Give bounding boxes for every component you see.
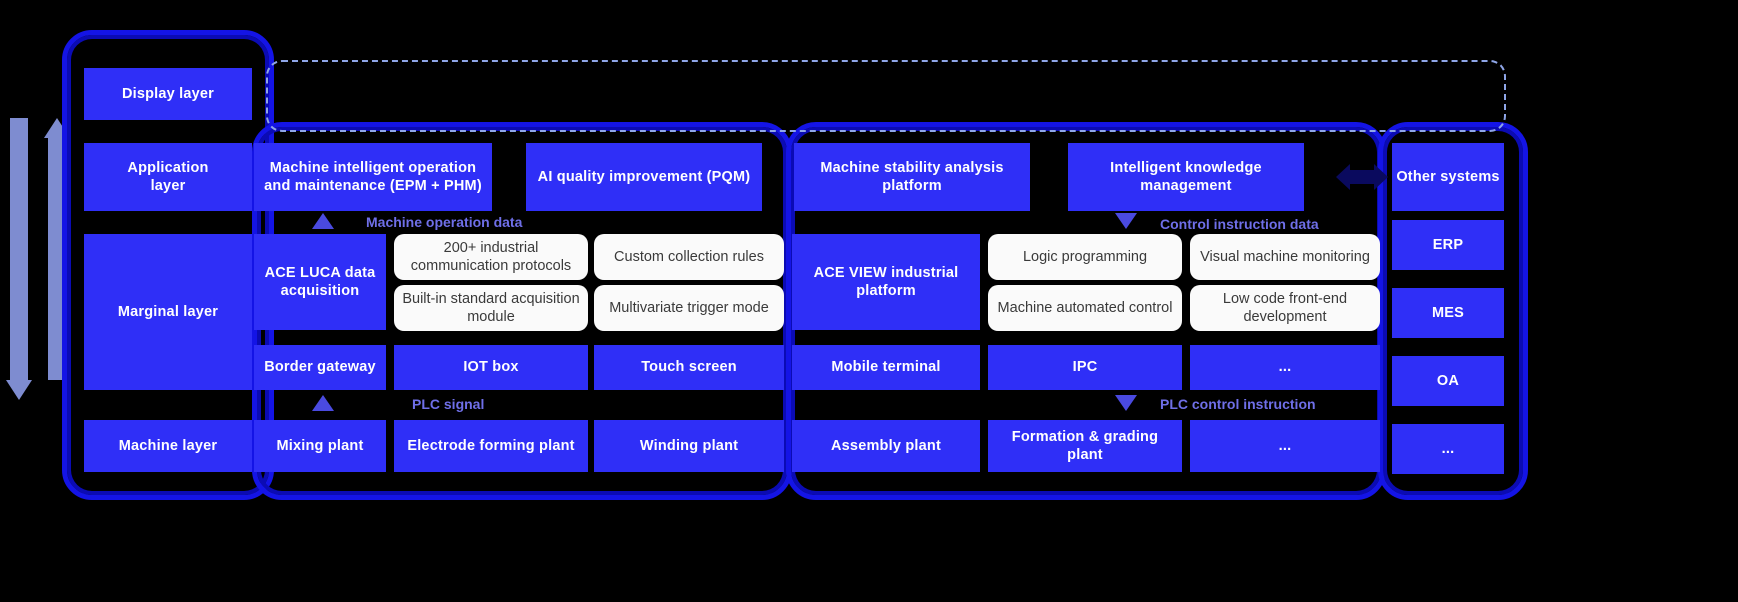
marginal-device-border-gateway[interactable]: Border gateway xyxy=(254,345,386,390)
application-item-epm-phm[interactable]: Machine intelligent operation and mainte… xyxy=(254,143,492,211)
marginal-device-mobile-terminal[interactable]: Mobile terminal xyxy=(792,345,980,390)
plc-control-instruction-arrow xyxy=(1115,395,1137,411)
marginal-device-touch-screen[interactable]: Touch screen xyxy=(594,345,784,390)
layer-label-marginal: Marginal layer xyxy=(84,234,252,390)
plc-signal-arrow xyxy=(312,395,334,411)
flow-label-control-instruction-data: Control instruction data xyxy=(1160,216,1319,232)
marginal-feature-low-code[interactable]: Low code front-end development xyxy=(1190,285,1380,331)
marginal-right-platform[interactable]: ACE VIEW industrial platform xyxy=(792,234,980,330)
downward-flow-arrow xyxy=(6,118,32,418)
control-instruction-data-arrow xyxy=(1115,213,1137,229)
machine-operation-data-arrow xyxy=(312,213,334,229)
other-systems-item-more[interactable]: ... xyxy=(1392,424,1504,474)
flow-label-machine-operation-data: Machine operation data xyxy=(366,214,523,230)
layer-label-display: Display layer xyxy=(84,68,252,120)
display-dashed-region xyxy=(266,60,1506,132)
flow-label-plc-control-instruction: PLC control instruction xyxy=(1160,396,1316,412)
machine-plant-assembly[interactable]: Assembly plant xyxy=(792,420,980,472)
marginal-feature-logic-programming[interactable]: Logic programming xyxy=(988,234,1182,280)
group-ring-other-systems xyxy=(1378,122,1528,500)
layer-label-application: Application layer xyxy=(84,143,252,211)
marginal-feature-multivariate-trigger[interactable]: Multivariate trigger mode xyxy=(594,285,784,331)
marginal-feature-standard-module[interactable]: Built-in standard acquisition module xyxy=(394,285,588,331)
marginal-feature-protocols[interactable]: 200+ industrial communication protocols xyxy=(394,234,588,280)
machine-plant-formation-grading[interactable]: Formation & grading plant xyxy=(988,420,1182,472)
marginal-feature-visual-monitoring[interactable]: Visual machine monitoring xyxy=(1190,234,1380,280)
marginal-device-iot-box[interactable]: IOT box xyxy=(394,345,588,390)
other-systems-header[interactable]: Other systems xyxy=(1392,143,1504,211)
application-item-stability[interactable]: Machine stability analysis platform xyxy=(794,143,1030,211)
machine-plant-electrode-forming[interactable]: Electrode forming plant xyxy=(394,420,588,472)
marginal-left-platform[interactable]: ACE LUCA data acquisition xyxy=(254,234,386,330)
machine-plant-winding[interactable]: Winding plant xyxy=(594,420,784,472)
marginal-device-ipc[interactable]: IPC xyxy=(988,345,1182,390)
group-ring-right-platform xyxy=(786,122,1386,500)
other-systems-item-oa[interactable]: OA xyxy=(1392,356,1504,406)
other-systems-item-erp[interactable]: ERP xyxy=(1392,220,1504,270)
machine-plant-more[interactable]: ... xyxy=(1190,420,1380,472)
layer-label-machine: Machine layer xyxy=(84,420,252,472)
machine-plant-mixing[interactable]: Mixing plant xyxy=(254,420,386,472)
flow-label-plc-signal: PLC signal xyxy=(412,396,485,412)
marginal-device-more[interactable]: ... xyxy=(1190,345,1380,390)
application-item-knowledge[interactable]: Intelligent knowledge management xyxy=(1068,143,1304,211)
marginal-feature-automated-control[interactable]: Machine automated control xyxy=(988,285,1182,331)
application-item-pqm[interactable]: AI quality improvement (PQM) xyxy=(526,143,762,211)
other-systems-item-mes[interactable]: MES xyxy=(1392,288,1504,338)
marginal-feature-custom-rules[interactable]: Custom collection rules xyxy=(594,234,784,280)
